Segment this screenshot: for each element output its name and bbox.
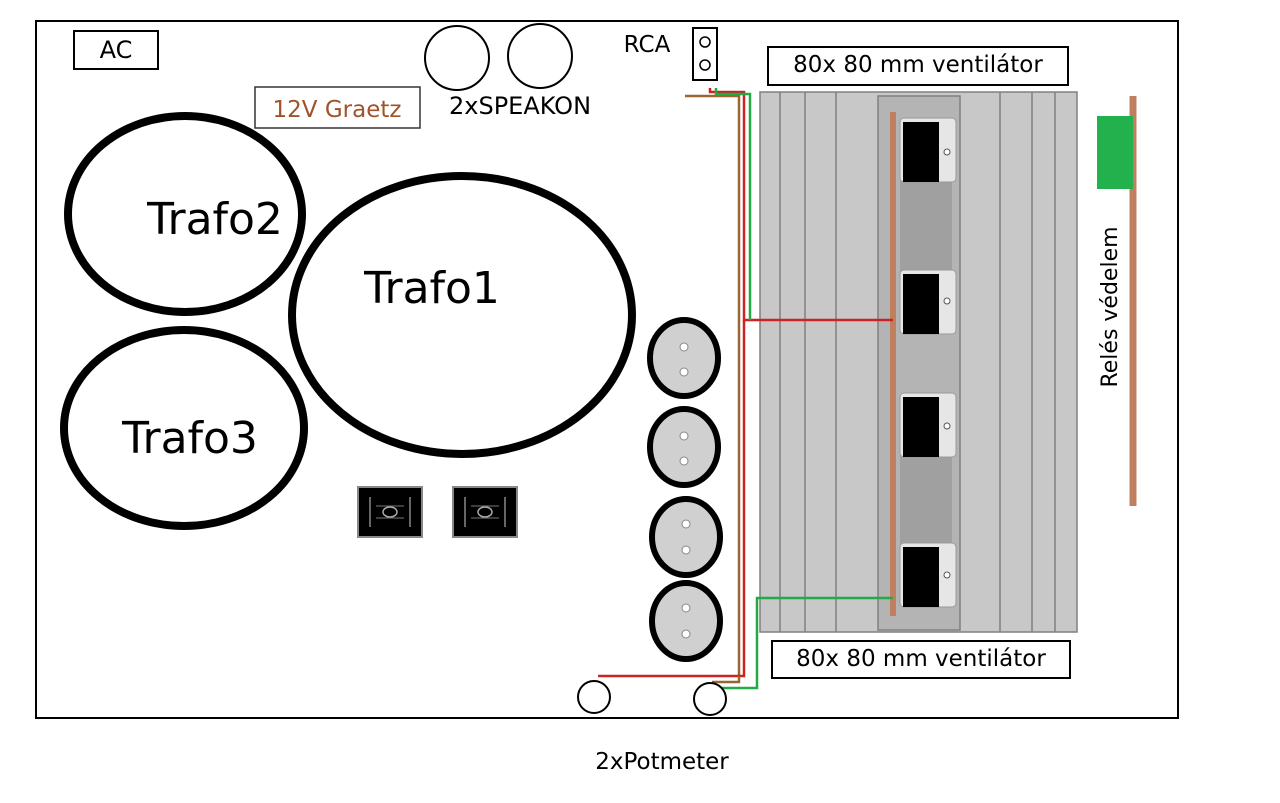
graetz-box (254, 86, 421, 129)
trafo2-label: Trafo2 (146, 194, 283, 245)
trafo1-toroid (288, 172, 636, 458)
trafo3-toroid (60, 326, 308, 530)
switch-1 (357, 486, 423, 538)
transistor-3 (899, 392, 957, 458)
rca-connector (692, 27, 718, 81)
fan-top-box (767, 46, 1069, 86)
fan-bottom-box (771, 640, 1071, 679)
wire-red-top (708, 88, 893, 322)
speakon-label: 2xSPEAKON (449, 92, 591, 120)
graetz-label: 12V Graetz (273, 97, 402, 123)
rca-jack-1 (699, 36, 711, 48)
potmeter-label: 2xPotmeter (595, 749, 729, 775)
capacitor-2 (647, 406, 721, 488)
speakon-connector-1 (424, 25, 490, 91)
rca-label: RCA (624, 32, 671, 58)
speakon-connector-2 (507, 23, 573, 89)
capacitor-3 (649, 496, 723, 578)
fan-bottom-label: 80x 80 mm ventilátor (796, 646, 1046, 672)
wire-red-bottom (598, 320, 746, 678)
switch-2 (452, 486, 518, 538)
potmeter-2 (693, 682, 727, 716)
relay-component (1097, 116, 1133, 189)
trafo3-label: Trafo3 (121, 413, 258, 464)
capacitor-4 (649, 580, 723, 662)
transistor-4 (899, 542, 957, 608)
wire-brown (685, 94, 741, 676)
ac-label: AC (100, 36, 133, 64)
potmeter-1 (577, 680, 611, 714)
wire-green-bottom (720, 596, 893, 690)
wiring (598, 88, 893, 690)
trafo2-toroid (64, 112, 306, 316)
transistor-2 (899, 269, 957, 335)
rca-jack-2 (699, 59, 711, 71)
transistor-1 (899, 117, 957, 183)
capacitor-1 (647, 317, 721, 399)
wire-green-top (714, 88, 752, 320)
relay-label: Relés védelem (1098, 226, 1123, 387)
trafo1-label: Trafo1 (363, 263, 500, 314)
fan-top-label: 80x 80 mm ventilátor (793, 52, 1043, 78)
wire-brown-bottom (712, 676, 741, 684)
ac-box (73, 30, 159, 70)
